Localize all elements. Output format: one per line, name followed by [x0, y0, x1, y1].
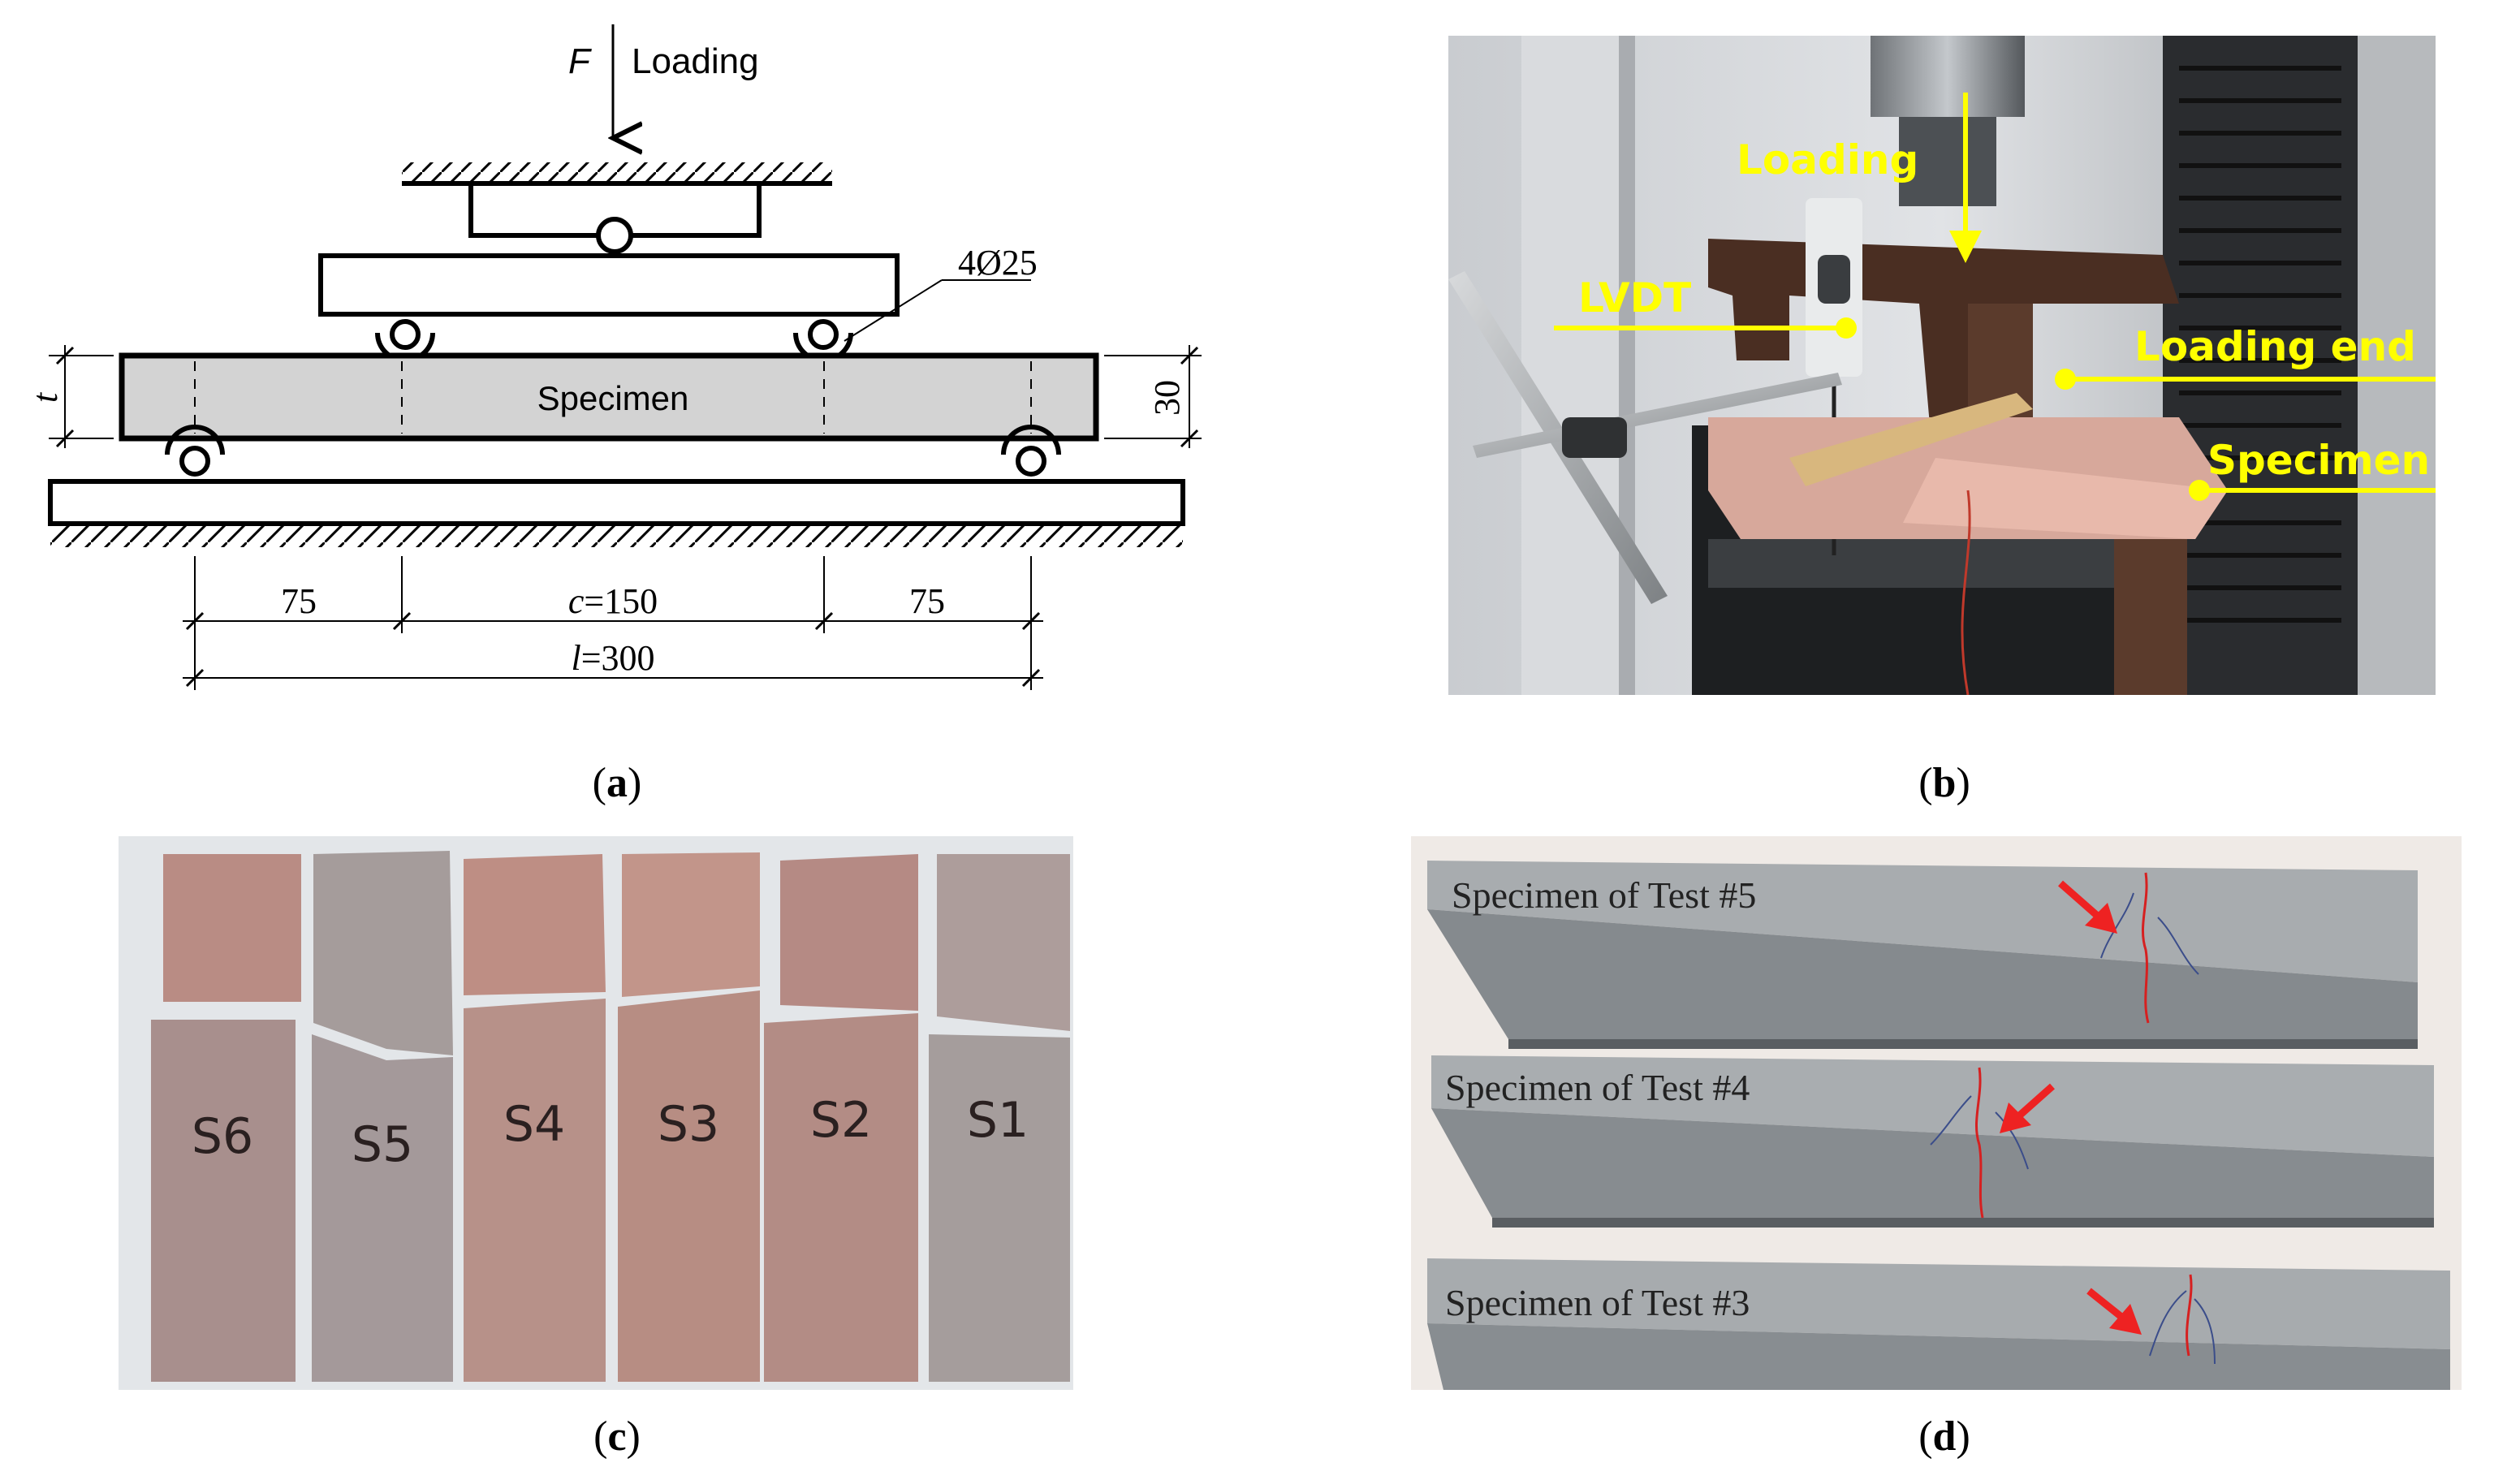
panel-b-photo: Loading LVDT Loading end Specimen: [1448, 36, 2436, 695]
brick-label-s6: S6: [192, 1108, 253, 1165]
brick-bottom-s3: [618, 990, 760, 1382]
specimen-label: Specimen: [537, 379, 689, 417]
caption-c: (c): [593, 1413, 641, 1460]
brick-bottom-s5: [312, 1034, 453, 1382]
brick-label-s3: S3: [658, 1096, 719, 1153]
specimen-test-3-label: Specimen of Test #3: [1445, 1282, 1750, 1323]
panel-c-photo: S6 S5 S4 S3 S2 S1: [119, 836, 1073, 1390]
caption-a: (a): [592, 760, 642, 806]
brick-label-s1: S1: [967, 1092, 1029, 1149]
thickness-symbol: t: [32, 391, 65, 403]
broken-bricks-photo: S6 S5 S4 S3 S2 S1: [119, 836, 1073, 1390]
support-roller-left: [179, 446, 210, 477]
top-roller: [596, 217, 633, 254]
top-hatch: [402, 162, 832, 183]
dim-center: c=150: [568, 581, 658, 621]
spreader-beam: [318, 253, 900, 317]
photo-lvdt-label: LVDT: [1578, 274, 1691, 321]
brick-top-s3: [622, 852, 760, 997]
specimens-photo: Specimen of Test #5 Specimen of Test #4 …: [1411, 836, 2462, 1390]
brick-bottom-s4: [464, 999, 606, 1382]
panel-d-photo: Specimen of Test #5 Specimen of Test #4 …: [1411, 836, 2462, 1390]
dim-left-75: 75: [281, 581, 317, 621]
specimen-beam: [119, 352, 1099, 442]
brick-bottom-s2: [764, 1013, 918, 1382]
schematic-diagram: F Loading 4Ø25 Specimen t: [32, 24, 1202, 690]
caption-d: (d): [1918, 1413, 1970, 1460]
brick-top-s1: [937, 854, 1070, 1031]
support-roller-right: [1016, 446, 1046, 477]
brick-label-s4: S4: [503, 1096, 565, 1153]
brick-top-s4: [464, 854, 606, 995]
bottom-hatch: [50, 526, 1183, 547]
brick-bottom-s6: [151, 1020, 296, 1382]
base-plate: [48, 479, 1185, 526]
force-symbol: F: [568, 41, 592, 81]
caption-b: (b): [1918, 760, 1970, 806]
panel-a-schematic: F Loading 4Ø25 Specimen t: [32, 16, 1202, 698]
specimen-test-5-label: Specimen of Test #5: [1452, 874, 1756, 916]
loading-roller-left: [390, 319, 421, 350]
loading-label: Loading: [632, 41, 759, 81]
photo-loading-end-label: Loading end: [2134, 323, 2416, 370]
specimen-test-4-label: Specimen of Test #4: [1445, 1067, 1750, 1108]
dim-span: l=300: [571, 638, 654, 678]
rod-diameter-label: 4Ø25: [958, 243, 1038, 283]
thickness-value: 30: [1147, 380, 1187, 416]
test-setup-photo: Loading LVDT Loading end Specimen: [1448, 36, 2436, 695]
dim-right-75: 75: [909, 581, 945, 621]
brick-label-s5: S5: [352, 1116, 413, 1173]
photo-loading-label: Loading: [1737, 136, 1918, 183]
brick-top-s5: [313, 851, 453, 1055]
brick-top-s6: [163, 854, 301, 1002]
brick-top-s2: [780, 854, 918, 1011]
loading-roller-right: [808, 319, 839, 350]
brick-bottom-s1: [929, 1034, 1070, 1382]
brick-label-s2: S2: [810, 1092, 872, 1149]
photo-specimen-label: Specimen: [2207, 437, 2430, 484]
